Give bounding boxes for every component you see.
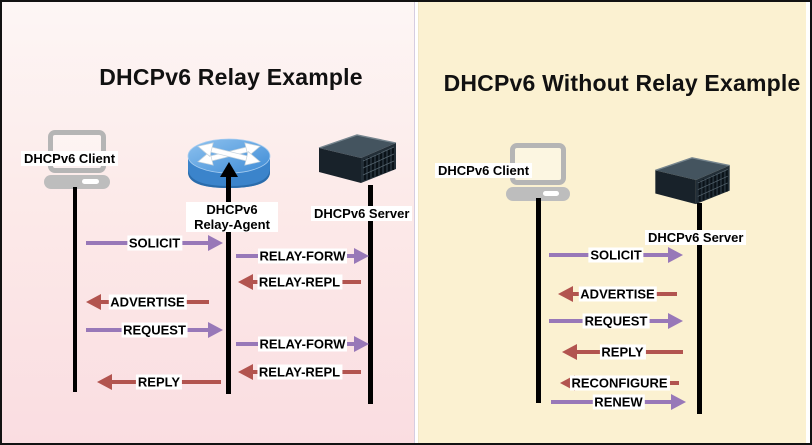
- arrowhead-icon: [97, 374, 112, 390]
- relay-agent-label: DHCPv6 Relay-Agent: [186, 202, 278, 232]
- server-icon: [655, 157, 730, 205]
- message-arrow-renew: RENEW: [551, 394, 686, 410]
- message-arrow-solicit: SOLICIT: [549, 247, 683, 263]
- arrowhead-icon: [208, 235, 223, 251]
- message-arrow-request: REQUEST: [549, 313, 683, 329]
- message-label: RELAY-FORW: [257, 336, 348, 352]
- laptop-slot: [543, 191, 559, 196]
- message-arrow-reconfigure: RECONFIGURE: [560, 375, 679, 391]
- arrowhead-icon: [558, 286, 573, 302]
- message-arrow-advertise: ADVERTISE: [86, 294, 209, 310]
- arrowhead-icon: [354, 336, 369, 352]
- arrowhead-icon: [671, 394, 686, 410]
- without-relay-example-panel: DHCPv6 Without Relay Example: [418, 2, 806, 443]
- arrowhead-icon: [238, 364, 253, 380]
- message-arrow-advertise: ADVERTISE: [558, 286, 677, 302]
- relay-example-panel: DHCPv6 Relay Example: [2, 2, 415, 443]
- lifeline-client: [536, 198, 541, 403]
- laptop-base: [44, 175, 110, 189]
- message-label: SOLICIT: [588, 247, 644, 263]
- panel-title: DHCPv6 Relay Example: [99, 64, 363, 90]
- message-label: REQUEST: [121, 322, 188, 338]
- relay-agent-label-line2: Relay-Agent: [194, 217, 270, 232]
- message-label: RELAY-FORW: [257, 248, 348, 264]
- relay-agent-label-line1: DHCPv6: [206, 202, 258, 217]
- arrowhead-icon: [86, 294, 101, 310]
- server-label: DHCPv6 Server: [311, 206, 413, 221]
- message-label: RELAY-REPL: [256, 364, 343, 380]
- message-label: RELAY-REPL: [256, 274, 343, 290]
- message-label: REPLY: [135, 374, 183, 390]
- arrowhead-icon: [668, 313, 683, 329]
- lifeline-up-arrowhead-icon: [220, 162, 238, 177]
- message-label: REQUEST: [582, 313, 650, 329]
- arrowhead-icon: [354, 248, 369, 264]
- laptop-slot: [82, 179, 99, 184]
- message-label: ADVERTISE: [108, 294, 187, 310]
- message-label: RENEW: [592, 394, 645, 410]
- server-label: DHCPv6 Server: [645, 230, 747, 245]
- lifeline-server: [368, 185, 373, 404]
- message-arrow-relay-forw: RELAY-FORW: [236, 248, 369, 264]
- message-label: RECONFIGURE: [569, 375, 670, 391]
- lifeline-client: [73, 187, 77, 392]
- message-arrow-request: REQUEST: [86, 322, 223, 338]
- client-label: DHCPv6 Client: [21, 151, 119, 166]
- message-label: REPLY: [599, 344, 646, 360]
- lifeline-relay-agent: [226, 175, 231, 394]
- arrowhead-icon: [208, 322, 223, 338]
- message-arrow-reply: REPLY: [97, 374, 221, 390]
- message-arrow-relay-forw-2: RELAY-FORW: [236, 336, 369, 352]
- arrowhead-icon: [238, 274, 253, 290]
- server-icon: [318, 134, 397, 183]
- arrowhead-icon: [668, 247, 683, 263]
- message-arrow-relay-repl-2: RELAY-REPL: [238, 364, 361, 380]
- client-label: DHCPv6 Client: [435, 163, 533, 178]
- message-label: ADVERTISE: [578, 286, 657, 302]
- message-arrow-relay-repl: RELAY-REPL: [238, 274, 361, 290]
- arrowhead-icon: [562, 344, 577, 360]
- panel-title: DHCPv6 Without Relay Example: [443, 70, 801, 96]
- laptop-base: [506, 187, 570, 201]
- message-label: SOLICIT: [126, 235, 183, 251]
- lifeline-server: [697, 203, 702, 414]
- message-arrow-solicit: SOLICIT: [86, 235, 223, 251]
- message-arrow-reply: REPLY: [562, 344, 683, 360]
